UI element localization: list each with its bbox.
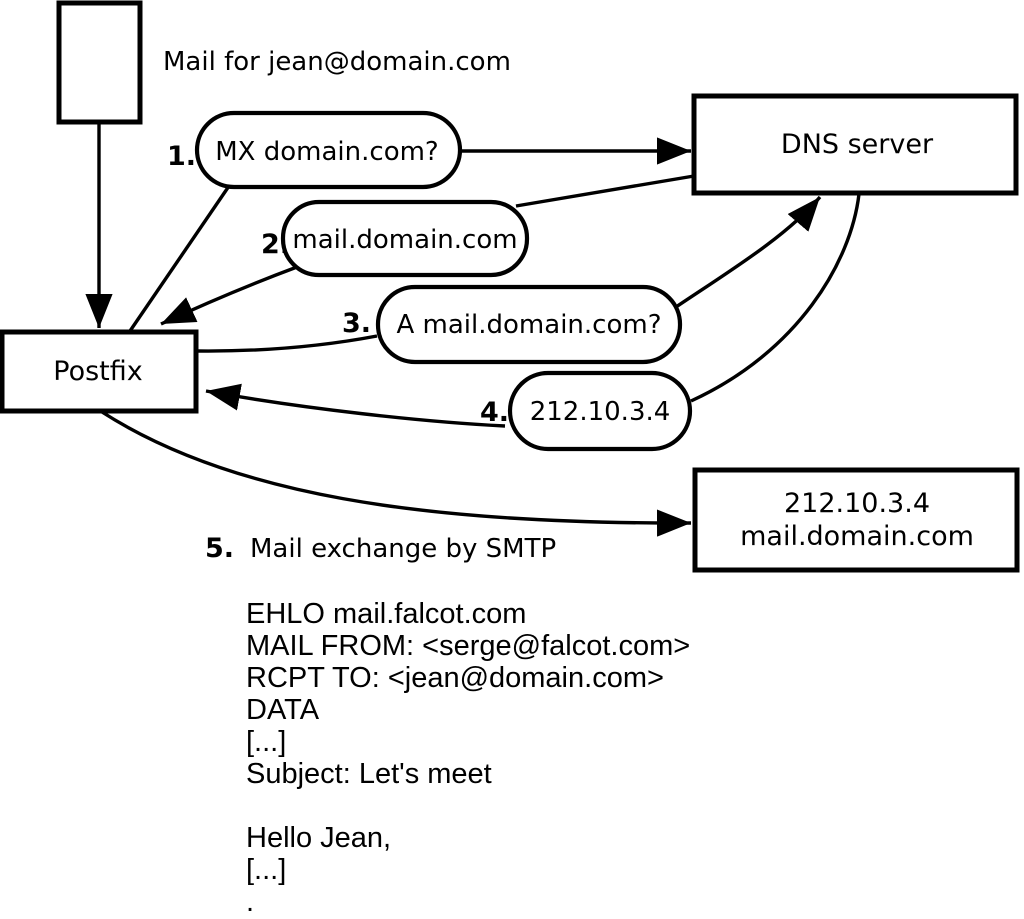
- line-postfix-to-mx-query: [128, 185, 231, 332]
- step1-label: MX domain.com?: [215, 137, 438, 167]
- line-dns-to-a-answer: [690, 193, 861, 403]
- smtp-session-transcript: EHLO mail.falcot.com MAIL FROM: <serge@f…: [246, 598, 690, 918]
- arrow-a-query-to-dns: [675, 195, 822, 309]
- step1-mx-query-pill: 1. MX domain.com?: [167, 110, 463, 190]
- mail-server-ip-label: 212.10.3.4: [784, 488, 930, 519]
- smtp-line: EHLO mail.falcot.com: [246, 598, 526, 630]
- step2-pill-shape: [280, 199, 530, 278]
- smtp-line: RCPT TO: <jean@domain.com>: [246, 662, 664, 694]
- mail-server-node: 212.10.3.4 mail.domain.com: [692, 467, 1020, 573]
- step1-pill-shape: [194, 110, 463, 190]
- dns-server-label: DNS server: [781, 129, 934, 160]
- line-postfix-to-a-query: [196, 334, 378, 353]
- step1-number: 1.: [167, 141, 196, 172]
- mail-message-box: [56, 0, 143, 125]
- smtp-line: MAIL FROM: <serge@falcot.com>: [246, 630, 690, 662]
- step3-number: 3.: [342, 308, 371, 339]
- step4-pill-shape: [507, 370, 693, 452]
- smtp-line: DATA: [246, 694, 320, 726]
- arrow-mx-answer-to-postfix: [160, 265, 298, 326]
- step5-label: Mail exchange by SMTP: [250, 534, 556, 564]
- postfix-label: Postfix: [53, 356, 142, 387]
- step4-a-answer-pill: 4. 212.10.3.4: [480, 370, 693, 452]
- step3-a-query-pill: 3. A mail.domain.com?: [342, 284, 683, 365]
- mail-server-hostname-label: mail.domain.com: [740, 521, 974, 552]
- step4-number: 4.: [480, 397, 509, 428]
- step4-label: 212.10.3.4: [530, 397, 671, 427]
- step5-number: 5.: [205, 533, 234, 564]
- step3-pill-shape: [375, 284, 683, 365]
- mail-server-box: [692, 467, 1020, 573]
- arrow-postfix-to-mailserver-smtp: [101, 410, 692, 537]
- step5-smtp-caption: 5. Mail exchange by SMTP: [205, 533, 556, 564]
- smtp-line: [...]: [246, 726, 286, 758]
- postfix-node: Postfix: [0, 329, 199, 414]
- step3-label: A mail.domain.com?: [397, 310, 662, 340]
- dns-server-node: DNS server: [691, 93, 1019, 196]
- smtp-line: Subject: Let's meet: [246, 758, 492, 790]
- dns-server-box: [691, 93, 1019, 196]
- smtp-line: .: [246, 886, 254, 918]
- smtp-line: [...]: [246, 854, 286, 886]
- mail-note-label: Mail for jean@domain.com: [163, 47, 511, 77]
- arrow-a-answer-to-postfix: [205, 383, 506, 428]
- postfix-box: [0, 329, 199, 414]
- smtp-line: Hello Jean,: [246, 822, 391, 854]
- step2-mx-answer-pill: 2. mail.domain.com: [261, 199, 530, 278]
- step2-label: mail.domain.com: [292, 225, 517, 255]
- line-dns-to-mx-answer: [515, 174, 695, 208]
